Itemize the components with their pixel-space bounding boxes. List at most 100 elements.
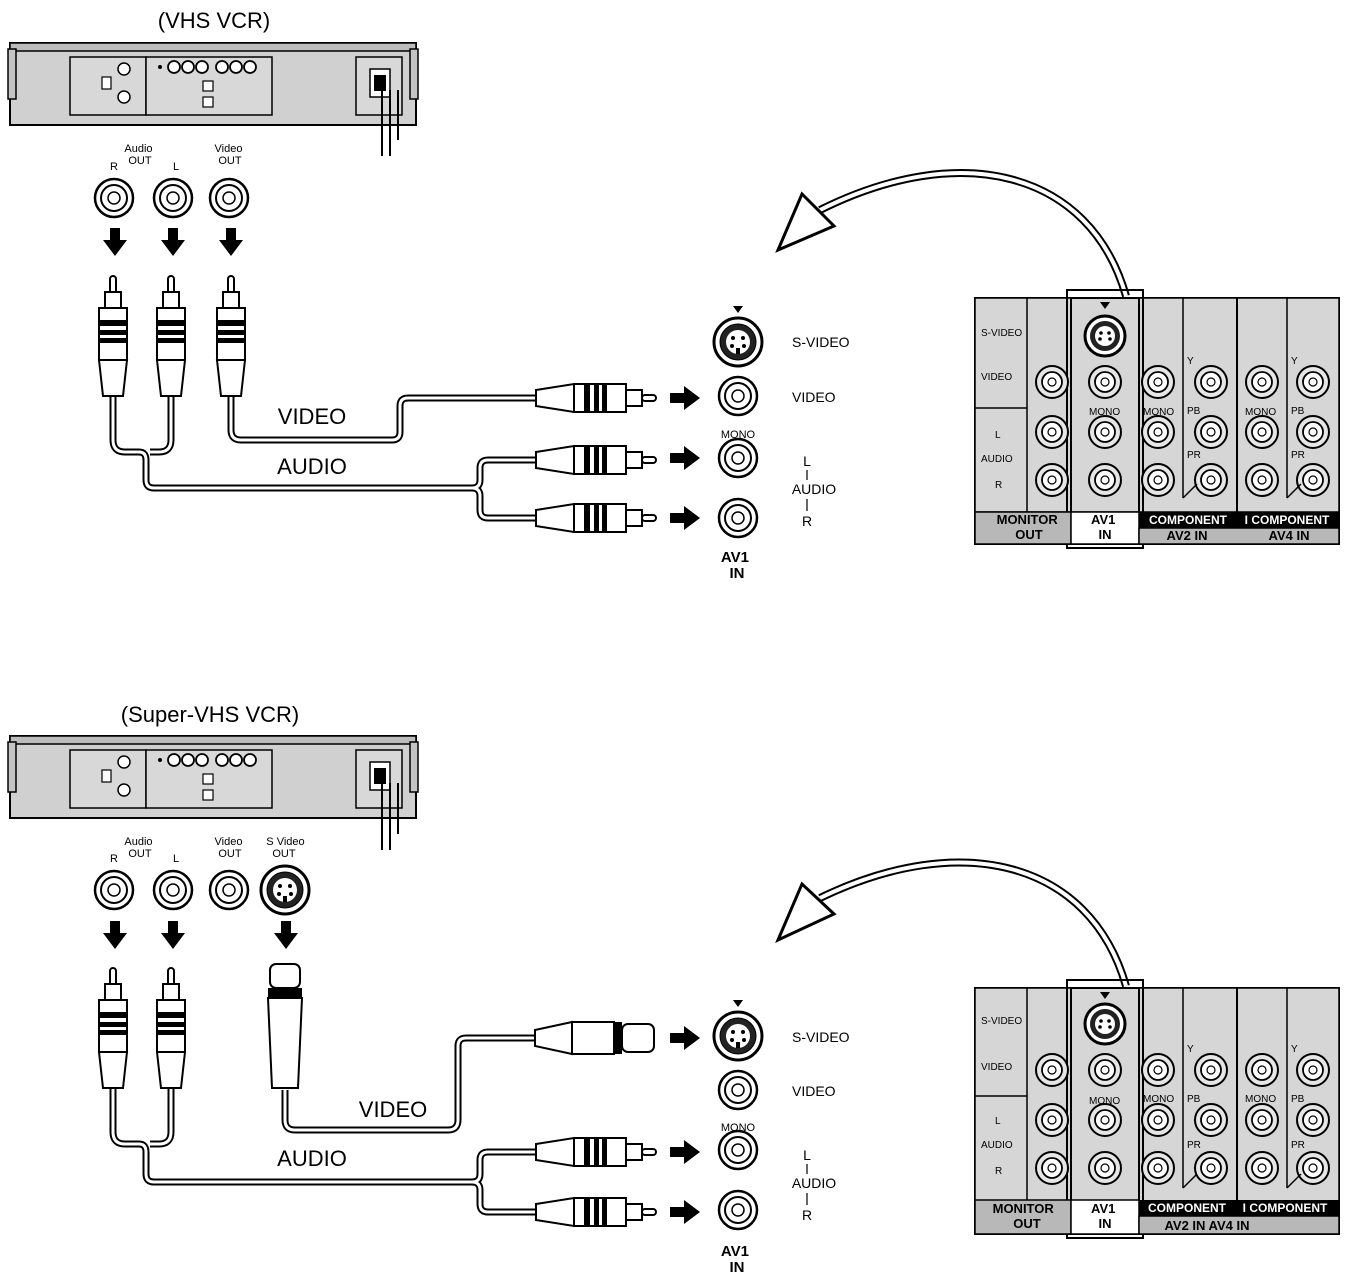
super-vhs-vcr-section: (Super-VHS VCR) Audio OUT R L Video OUT … — [7, 702, 1130, 1276]
rca-plug-audio-l — [156, 967, 186, 1089]
rca-plug-audio-r — [98, 275, 128, 397]
panel-component-label-2: I COMPONENT — [1243, 1201, 1328, 1215]
vcr-audio-l-jack — [152, 177, 194, 219]
panel-audio-label: AUDIO — [981, 1140, 1013, 1151]
panel-pb-label-1: PB — [1187, 1094, 1201, 1105]
super-vhs-vcr-body — [7, 735, 419, 819]
right-arrow-icon — [670, 386, 700, 410]
vhs-vcr-section: (VHS VCR) Audio OUT R L Video OUT — [7, 8, 1130, 582]
panel-component-label-1: COMPONENT — [1149, 513, 1228, 527]
right-arrow-icon — [670, 1026, 700, 1050]
cable-video-label: VIDEO — [278, 404, 346, 429]
tv-av1-in-label: AV1 IN — [721, 1243, 753, 1276]
rca-plug-audio-l-end — [535, 445, 657, 475]
tv-l-label: L — [803, 453, 811, 469]
vcr-video-jack — [208, 177, 250, 219]
audio-l-label: L — [173, 161, 179, 173]
tv-av1-in-label: AV1 IN — [721, 549, 753, 582]
rca-plug-audio-l — [156, 275, 186, 397]
vcr-svideo-jack — [259, 864, 311, 916]
panel-av2-av4-in-label: AV2 IN AV4 IN — [1164, 1218, 1249, 1233]
tv-svideo-label: S-VIDEO — [792, 334, 850, 350]
audio-r-label: R — [110, 853, 118, 865]
panel-component-label-1: COMPONENT — [1148, 1201, 1227, 1215]
panel-mono-label-2: MONO — [1143, 1094, 1174, 1105]
tv-rear-panel-top: S-VIDEO VIDEO L AUDIO R MONO MONO Y PB P… — [974, 289, 1340, 549]
audio-r-label: R — [110, 161, 118, 173]
panel-mono-label-3: MONO — [1245, 407, 1276, 418]
panel-svideo-marker-icon — [1100, 992, 1110, 999]
tv-video-jack — [717, 375, 759, 417]
panel-mono-label-1: MONO — [1089, 1096, 1120, 1107]
cable-audio-label: AUDIO — [277, 454, 347, 479]
panel-audio-label: AUDIO — [981, 454, 1013, 465]
vcr-audio-r-jack — [93, 177, 135, 219]
power-cord — [381, 783, 399, 850]
tv-l-label: L — [803, 1147, 811, 1163]
cable-video-label: VIDEO — [359, 1097, 427, 1122]
panel-monitor-out-label: MONITOR OUT — [997, 512, 1062, 542]
cables-fill — [111, 396, 535, 520]
right-arrow-icon — [670, 1200, 700, 1224]
curved-arrow-head-icon — [775, 881, 837, 944]
svideo-plug-end — [534, 1020, 655, 1056]
tv-video-label: VIDEO — [792, 1083, 836, 1099]
panel-svideo-label: S-VIDEO — [981, 328, 1022, 339]
panel-y-label-2: Y — [1291, 1044, 1298, 1055]
rca-plug-audio-l-end — [535, 1137, 657, 1167]
panel-l-label: L — [995, 430, 1001, 441]
panel-pr-label-1: PR — [1187, 1140, 1201, 1151]
panel-mono-label-2: MONO — [1143, 407, 1174, 418]
curved-arrow-fill — [819, 171, 1128, 297]
curved-arrow-head-icon — [775, 191, 837, 253]
panel-component-label-2: I COMPONENT — [1245, 513, 1330, 527]
super-vhs-vcr-title: (Super-VHS VCR) — [121, 702, 299, 727]
rca-plug-video-end — [535, 383, 657, 413]
panel-svideo-marker-icon — [1100, 302, 1110, 309]
down-arrow-icon — [161, 921, 185, 949]
tv-audio-l-jack — [717, 437, 759, 479]
vhs-vcr-body — [7, 42, 419, 126]
panel-r-label: R — [995, 480, 1002, 491]
down-arrow-icon — [103, 921, 127, 949]
rca-plug-audio-r-end — [535, 503, 657, 533]
tv-video-label: VIDEO — [792, 389, 836, 405]
tv-audio-label: AUDIO — [792, 481, 836, 497]
panel-video-label: VIDEO — [981, 372, 1012, 383]
tv-svideo-jack — [712, 316, 764, 368]
right-arrow-icon — [670, 446, 700, 470]
down-arrow-icon — [161, 228, 185, 256]
tv-mono-label: MONO — [721, 1122, 756, 1134]
panel-av1-in-label: AV1 IN — [1091, 1201, 1119, 1231]
video-out-label: Video OUT — [215, 143, 246, 167]
cable-audio-label: AUDIO — [277, 1146, 347, 1171]
vcr-audio-l-jack — [152, 869, 194, 911]
panel-pr-label-1: PR — [1187, 450, 1201, 461]
audio-out-label: Audio OUT — [124, 836, 155, 860]
audio-out-label: Audio OUT — [124, 143, 155, 167]
panel-av2-in-label: AV2 IN — [1167, 528, 1208, 543]
right-arrow-icon — [670, 506, 700, 530]
tv-audio-r-jack — [717, 497, 759, 539]
tv-audio-l-jack — [717, 1129, 759, 1171]
tv-r-label: R — [802, 1207, 812, 1223]
tv-audio-r-jack — [717, 1189, 759, 1231]
panel-pr-label-2: PR — [1291, 1140, 1305, 1151]
tv-r-label: R — [802, 513, 812, 529]
panel-av1-in-label: AV1 IN — [1091, 512, 1119, 542]
tv-rear-panel-bottom: S-VIDEO VIDEO L AUDIO R MONO MONO Y PB P… — [974, 979, 1340, 1239]
panel-y-label-1: Y — [1187, 356, 1194, 367]
cables-fill — [111, 1036, 535, 1214]
curved-arrow-fill — [819, 860, 1128, 987]
video-out-label: Video OUT — [215, 836, 246, 860]
tv-audio-label: AUDIO — [792, 1175, 836, 1191]
tv-mono-label: MONO — [721, 429, 756, 441]
svideo-out-label: S Video OUT — [266, 836, 307, 860]
tv-svideo-label: S-VIDEO — [792, 1029, 850, 1045]
down-arrow-icon — [219, 228, 243, 256]
panel-av4-in-label: AV4 IN — [1269, 528, 1310, 543]
rca-plug-audio-r-end — [535, 1197, 657, 1227]
panel-monitor-out-label: MONITOR OUT — [993, 1201, 1058, 1231]
rca-plug-video — [216, 275, 246, 397]
